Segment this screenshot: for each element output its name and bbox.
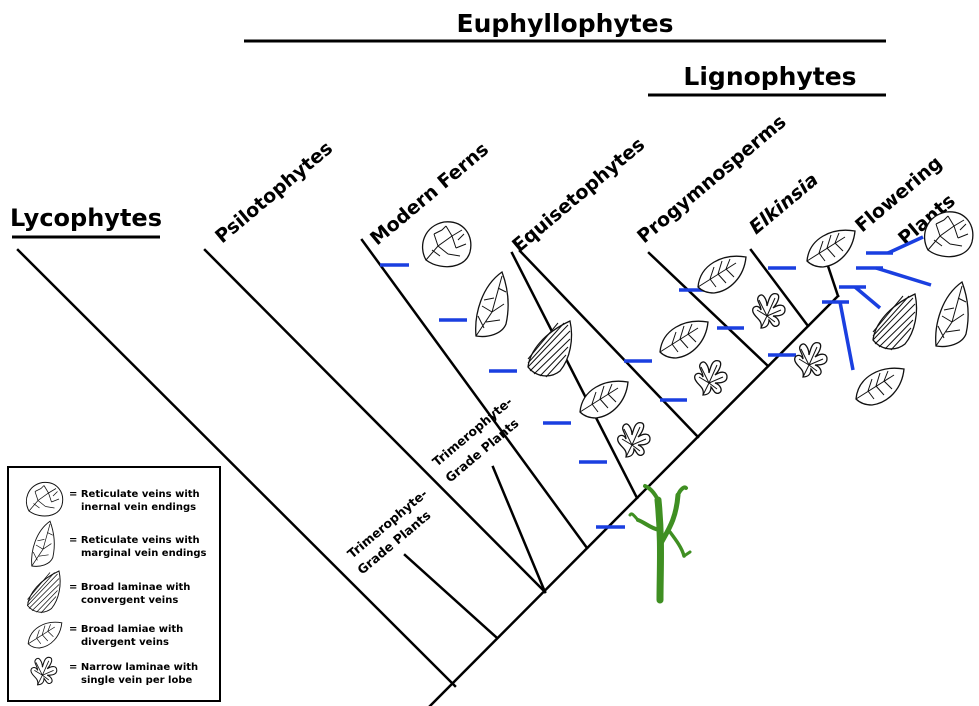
euphyllophytes-label: Euphyllophytes	[457, 9, 674, 38]
reticulate-marginal-leaf-icon	[476, 272, 508, 337]
legend-item-text: = Broad lamiae with	[69, 624, 183, 635]
lobed-leaf-icon	[695, 361, 727, 395]
reticulate-internal-leaf-icon	[26, 482, 62, 516]
character-bar	[855, 287, 880, 308]
legend-item-text: = Reticulate veins with	[69, 489, 200, 500]
equisetophytes-branch	[512, 253, 637, 498]
backbone-branch	[430, 296, 838, 706]
legend-item-text: marginal vein endings	[81, 548, 207, 559]
divergent-leaf-icon	[698, 256, 746, 293]
legend-item-text: convergent veins	[81, 595, 178, 606]
lignophytes-label: Lignophytes	[683, 62, 856, 91]
lycophytes-label: Lycophytes	[10, 204, 162, 232]
divergent-leaf-icon	[856, 368, 904, 405]
lobed-leaf-icon	[753, 294, 785, 328]
elkinsia-label: Elkinsia	[745, 169, 823, 239]
legend-item-text: = Broad laminae with	[69, 582, 190, 593]
legend-item-text: = Reticulate veins with	[69, 535, 200, 546]
reticulate-marginal-leaf-icon	[936, 282, 968, 347]
lobed-leaf-icon	[618, 423, 650, 457]
lobed-leaf-icon	[795, 343, 827, 377]
legend-item-text: divergent veins	[81, 637, 169, 648]
character-bars	[380, 237, 931, 527]
equisetophytes-label: Equisetophytes	[508, 133, 649, 256]
trimerophyte-grade-2-branch	[493, 467, 545, 592]
divergent-leaf-icon	[807, 230, 855, 267]
divergent-leaf-icon	[580, 381, 628, 418]
trimerophyte-grade-1-branch	[405, 555, 496, 637]
psilotophytes-label: Psilotophytes	[211, 137, 337, 248]
reticulate-internal-leaf-icon	[925, 212, 973, 257]
reticulate-internal-leaf-icon	[423, 222, 471, 267]
legend-item-text: inernal vein endings	[81, 502, 196, 513]
legend-item-text: single vein per lobe	[81, 675, 192, 686]
ancestral-plant-icon	[630, 486, 690, 600]
divergent-leaf-icon	[660, 321, 708, 358]
legend-item-text: = Narrow laminae with	[69, 662, 198, 673]
character-bar	[840, 302, 853, 370]
convergent-leaf-icon	[873, 294, 917, 350]
character-bar	[876, 268, 931, 285]
